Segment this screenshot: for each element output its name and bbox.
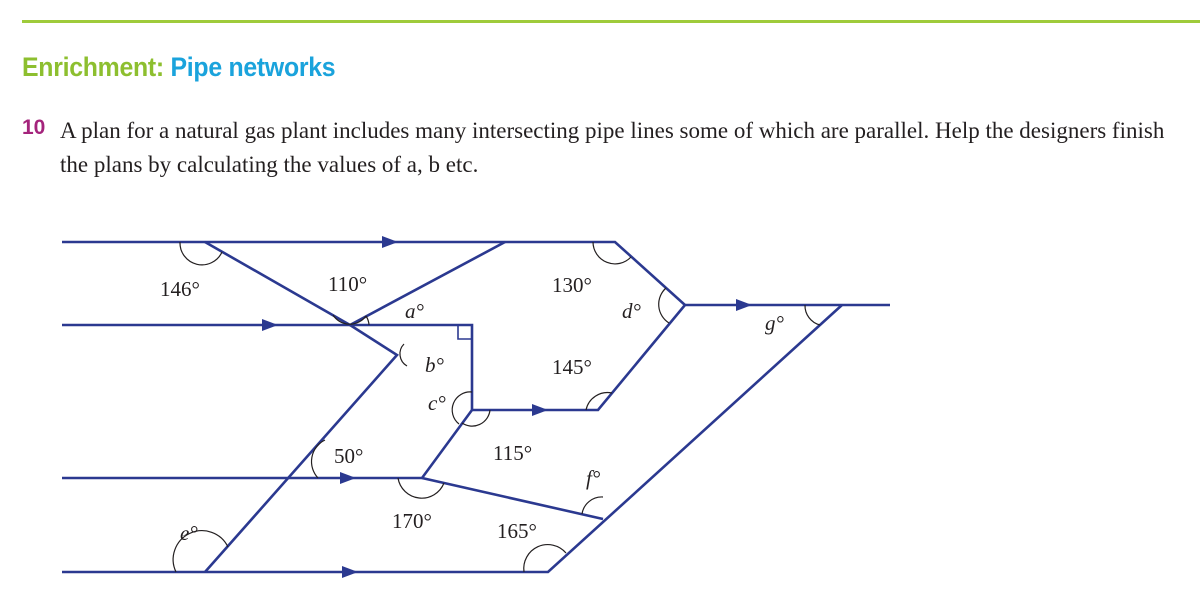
- pipe-bottom: [62, 304, 843, 574]
- flow-arrows: [262, 236, 752, 578]
- pipe-network-diagram: 146° 110° 130° 145° 50° 115° 170° 165° a…: [62, 236, 890, 578]
- section-title-topic: Pipe networks: [170, 52, 336, 82]
- arc-f: [581, 496, 604, 515]
- arc-e: [172, 530, 229, 573]
- label-115: 115°: [493, 441, 532, 465]
- arc-146: [179, 241, 223, 266]
- question-text: A plan for a natural gas plant includes …: [60, 118, 1165, 177]
- arc-50: [310, 439, 326, 479]
- arrow-top: [382, 236, 398, 248]
- angle-labels: 146° 110° 130° 145° 50° 115° 170° 165° a…: [160, 272, 785, 545]
- label-c: c°: [428, 391, 446, 415]
- label-130: 130°: [552, 273, 592, 297]
- arc-a: [365, 315, 370, 326]
- label-g: g°: [765, 311, 785, 335]
- right-angle-marker: [457, 325, 472, 340]
- section-title-prefix: Enrichment:: [22, 52, 164, 82]
- arrow-third: [340, 472, 356, 484]
- arc-130: [592, 241, 632, 265]
- pipe-branch-b: [204, 323, 399, 573]
- label-f: f°: [586, 466, 601, 490]
- arc-c: [451, 391, 473, 425]
- label-a: a°: [405, 299, 425, 323]
- pipe-third: [62, 409, 474, 480]
- arrow-outlet: [736, 299, 752, 311]
- angle-arcs: [172, 241, 821, 573]
- pipe-lines: [62, 240, 890, 574]
- pipe-top: [62, 240, 687, 412]
- label-110: 110°: [328, 272, 367, 296]
- arc-165: [523, 544, 567, 573]
- label-50: 50°: [334, 444, 363, 468]
- top-rule: [22, 20, 1200, 23]
- label-165: 165°: [497, 519, 537, 543]
- label-e: e°: [180, 521, 198, 545]
- label-170: 170°: [392, 509, 432, 533]
- arc-170: [397, 477, 445, 499]
- question-number: 10: [22, 116, 46, 139]
- label-145: 145°: [552, 355, 592, 379]
- section-title: Enrichment: Pipe networks: [22, 52, 336, 83]
- pipe-lower-branch: [421, 476, 604, 521]
- arc-115: [461, 409, 491, 427]
- label-d: d°: [622, 299, 642, 323]
- label-146: 146°: [160, 277, 200, 301]
- arc-g: [804, 304, 821, 326]
- arc-d: [658, 287, 670, 324]
- arc-145: [585, 391, 613, 411]
- arrow-second: [262, 319, 278, 331]
- label-b: b°: [425, 353, 445, 377]
- arc-b: [399, 343, 408, 367]
- arc-110: [332, 314, 367, 325]
- arrow-middle: [532, 404, 548, 416]
- arrow-bottom: [342, 566, 358, 578]
